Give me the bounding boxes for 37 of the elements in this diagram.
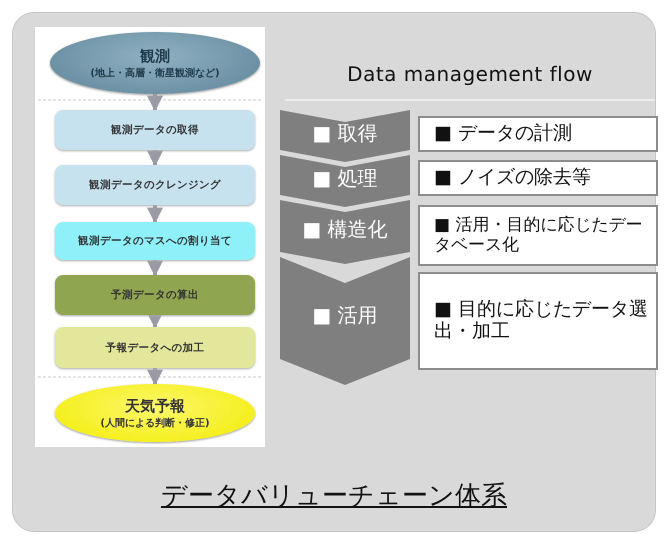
stage-banner (280, 155, 410, 207)
description-box (418, 116, 658, 152)
arrow (147, 260, 163, 277)
process-box (55, 165, 255, 205)
step-label: 観測データのマスへの割り当て (78, 234, 232, 248)
stage-label: ■ 構造化 (302, 216, 388, 244)
step-label: 観測データのクレンジング (89, 178, 221, 192)
node-subtitle: (地上・高層・衛星観測など) (90, 66, 220, 80)
node-subtitle: (人間による判断・修正) (100, 416, 210, 430)
stage-label: ■ 活用 (312, 302, 378, 330)
description-box (418, 205, 658, 266)
stage-banner (280, 110, 410, 162)
node-title: 天気予報 (125, 396, 185, 416)
arrow (147, 150, 163, 167)
description-text: ■ ノイズの除去等 (434, 167, 591, 189)
node-title: 観測 (140, 46, 170, 66)
stage-label: ■ 処理 (312, 165, 378, 192)
arrow (147, 94, 163, 112)
description-box (418, 272, 658, 370)
arrow (147, 368, 163, 386)
stage-banner (280, 200, 410, 264)
process-box (55, 222, 255, 260)
description-text: ■ 活用・目的に応じたデータベース化 (434, 216, 644, 256)
diagram-caption: データバリューチェーン体系 (160, 480, 508, 513)
arrow (147, 312, 163, 329)
stage-label: ■ 取得 (312, 120, 378, 148)
diagram-title: Data management flow (346, 62, 594, 86)
step-label: 観測データの取得 (111, 123, 199, 137)
description-text: ■ データの計測 (434, 123, 572, 145)
description-text: ■ 目的に応じたデータ選出・加工 (434, 299, 648, 343)
step-label: 予測データの算出 (111, 288, 199, 302)
arrow (147, 205, 163, 224)
process-box (55, 327, 255, 368)
process-box (55, 110, 255, 150)
process-box (55, 275, 255, 315)
description-box (418, 160, 658, 196)
step-label: 予報データへの加工 (106, 340, 204, 354)
